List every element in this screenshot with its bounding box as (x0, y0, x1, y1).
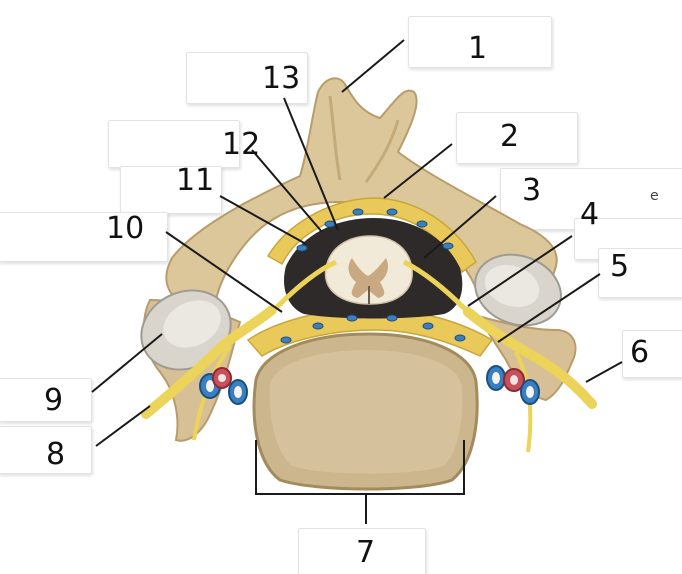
spinal-cord (324, 235, 413, 305)
answer-box-10[interactable] (0, 212, 168, 262)
dural-vessels (280, 208, 466, 344)
label-9: 9 (44, 383, 63, 418)
label-6: 6 (630, 335, 649, 370)
label-11: 11 (176, 163, 214, 198)
answer-box-5[interactable] (598, 248, 682, 298)
answer-box-6[interactable] (622, 330, 682, 378)
answer-box-8[interactable] (0, 426, 92, 474)
label-3: 3 (522, 173, 541, 208)
label-7: 7 (356, 535, 375, 570)
answer-box-7[interactable] (298, 528, 426, 574)
label-10: 10 (106, 211, 144, 246)
answer-box-1[interactable] (408, 16, 552, 68)
label-4: 4 (580, 197, 599, 232)
partial-text: e (650, 188, 659, 204)
label-1: 1 (468, 31, 487, 66)
leader-lines (91, 39, 623, 447)
label-13: 13 (262, 61, 300, 96)
right-vertebral-vessels (486, 365, 540, 405)
answer-box-11[interactable] (120, 166, 222, 214)
answer-box-13[interactable] (186, 52, 308, 104)
right-dorsal-root (402, 259, 468, 312)
grey-matter (348, 258, 388, 298)
right-spinal-nerve (463, 307, 597, 409)
label-2: 2 (500, 119, 519, 154)
answer-box-2[interactable] (456, 112, 578, 164)
label-5: 5 (610, 249, 629, 284)
left-spinal-nerve (141, 305, 277, 419)
label-12: 12 (222, 127, 260, 162)
left-dorsal-root (274, 259, 338, 310)
label-8: 8 (46, 437, 65, 472)
left-vertebral-vessels (199, 367, 248, 405)
vertebral-body-bracket (255, 440, 465, 495)
answer-box-9[interactable] (0, 378, 92, 422)
